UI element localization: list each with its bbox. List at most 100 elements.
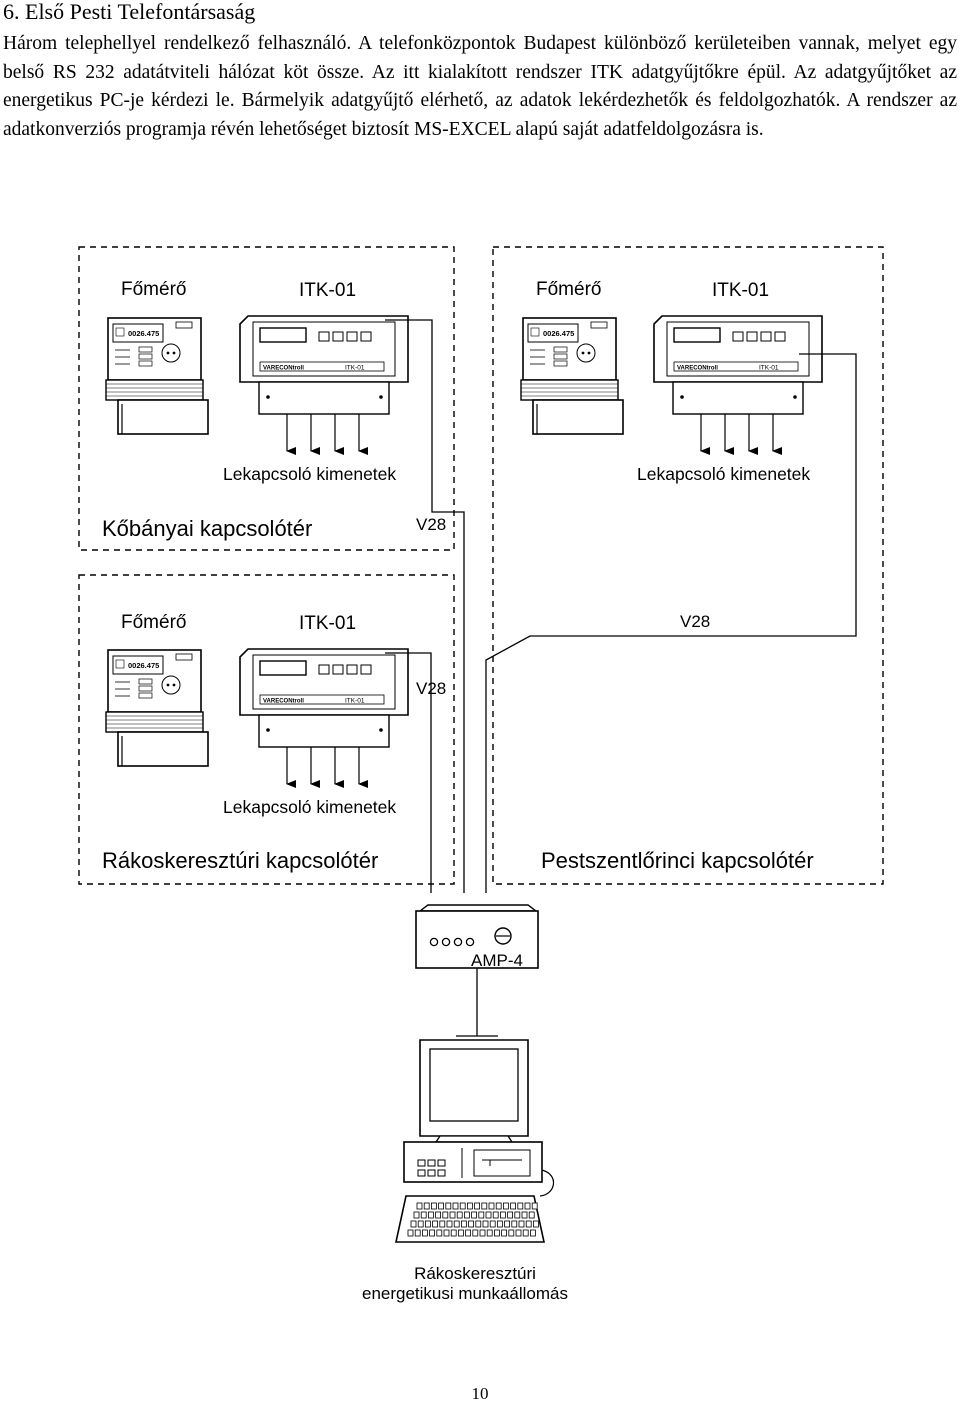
keyboard-key <box>457 1229 464 1237</box>
keyboard-key <box>427 1211 434 1219</box>
site-box-pestszentlorinc <box>492 246 884 885</box>
keyboard-key <box>482 1220 489 1228</box>
site-label-kobanya: Kőbányai kapcsolótér <box>102 516 312 541</box>
outputs-label-kobanya: Lekapcsoló kimenetek <box>223 464 396 484</box>
keyboard-key <box>479 1229 486 1237</box>
output-arrows-kobanya <box>287 414 359 451</box>
itk-logger-rakoskeresztur <box>239 648 409 748</box>
keyboard-key <box>472 1229 479 1237</box>
site-box-rakoskeresztur <box>78 574 455 885</box>
intro-paragraph: Három telephellyel rendelkező felhasznál… <box>3 33 957 140</box>
site-label-rakoskeresztur: Rákoskeresztúri kapcsolótér <box>102 848 378 873</box>
keyboard-key <box>478 1211 485 1219</box>
keyboard-key <box>453 1220 460 1228</box>
keyboard-key <box>417 1220 424 1228</box>
workstation-label-line2: energetikusi munkaállomás <box>362 1284 568 1303</box>
keyboard-key <box>502 1202 509 1210</box>
main-meter-rakoskeresztur <box>105 649 209 767</box>
keyboard-key <box>515 1229 522 1237</box>
site-label-pestszentlorinc: Pestszentlőrinci kapcsolótér <box>541 848 814 873</box>
keyboard-key <box>463 1211 470 1219</box>
keyboard-key <box>475 1220 482 1228</box>
keyboard-key <box>521 1211 528 1219</box>
keyboard-key <box>524 1202 531 1210</box>
keyboard-key <box>429 1229 436 1237</box>
site-box-kobanya <box>78 246 455 551</box>
pc-workstation <box>395 1035 554 1243</box>
output-arrows-rakoskeresztur <box>287 747 359 784</box>
keyboard-key <box>456 1211 463 1219</box>
keyboard-key <box>407 1229 414 1237</box>
keyboard-key <box>466 1202 473 1210</box>
line-pestszentlorinc-itk <box>485 353 857 893</box>
keyboard-key <box>481 1202 488 1210</box>
keyboard-key <box>446 1220 453 1228</box>
keyboard-key <box>474 1202 481 1210</box>
outputs-label-rakoskeresztur: Lekapcsoló kimenetek <box>223 797 396 817</box>
keyboard <box>395 1195 545 1243</box>
keyboard-key <box>410 1220 417 1228</box>
keyboard-key <box>514 1211 521 1219</box>
keyboard-key <box>528 1211 535 1219</box>
keyboard-key <box>485 1211 492 1219</box>
meter-label-pestszentlorinc: Főmérő <box>536 279 601 300</box>
keyboard-key <box>452 1202 459 1210</box>
page-number: 10 <box>471 1384 489 1403</box>
keyboard-key <box>517 1202 524 1210</box>
keyboard-key <box>471 1211 478 1219</box>
itk-label-kobanya: ITK-01 <box>299 280 356 301</box>
keyboard-key <box>496 1220 503 1228</box>
main-meter-kobanya <box>105 317 209 435</box>
keyboard-key <box>530 1229 536 1237</box>
outputs-label-pestszentlorinc: Lekapcsoló kimenetek <box>637 464 810 484</box>
main-meter-pestszentlorinc <box>520 317 624 435</box>
keyboard-key <box>508 1229 515 1237</box>
itk-label-rakoskeresztur: ITK-01 <box>299 613 356 634</box>
keyboard-key <box>442 1211 449 1219</box>
keyboard-key <box>465 1229 472 1237</box>
keyboard-key <box>449 1211 456 1219</box>
keyboard-key <box>460 1220 467 1228</box>
keyboard-key <box>414 1229 421 1237</box>
keyboard-key <box>413 1211 420 1219</box>
itk-logger-pestszentlorinc <box>653 315 823 415</box>
keyboard-key <box>511 1220 518 1228</box>
output-arrows-pestszentlorinc <box>701 414 773 451</box>
amp4-label: AMP-4 <box>471 951 523 970</box>
keyboard-key <box>501 1229 508 1237</box>
keyboard-key <box>522 1229 529 1237</box>
keyboard-key <box>489 1220 496 1228</box>
meter-label-kobanya: Főmérő <box>121 279 186 300</box>
keyboard-key <box>416 1202 423 1210</box>
itk-label-pestszentlorinc: ITK-01 <box>712 280 769 301</box>
keyboard-key <box>430 1202 437 1210</box>
keyboard-key <box>423 1202 430 1210</box>
meter-label-rakoskeresztur: Főmérő <box>121 612 186 633</box>
keyboard-key <box>488 1202 495 1210</box>
keyboard-key <box>507 1211 514 1219</box>
amp4-converter: AMP-4 <box>415 904 539 970</box>
keyboard-key <box>436 1229 443 1237</box>
keyboard-key <box>438 1202 445 1210</box>
v28-label-kobanya: V28 <box>416 515 446 534</box>
keyboard-key <box>435 1211 442 1219</box>
keyboard-key <box>421 1229 428 1237</box>
keyboard-key <box>499 1211 506 1219</box>
workstation-label-line1: Rákoskeresztúri <box>414 1264 536 1283</box>
keyboard-key <box>525 1220 532 1228</box>
keyboard-key <box>443 1229 450 1237</box>
keyboard-key <box>486 1229 493 1237</box>
keyboard-key <box>531 1202 538 1210</box>
keyboard-key <box>445 1202 452 1210</box>
page-heading: 6. Első Pesti Telefontársaság <box>3 0 256 24</box>
keyboard-key <box>459 1202 466 1210</box>
keyboard-key <box>424 1220 431 1228</box>
keyboard-key <box>533 1220 539 1228</box>
keyboard-key <box>468 1220 475 1228</box>
line-kobanya-itk <box>385 319 465 893</box>
keyboard-key <box>439 1220 446 1228</box>
keyboard-key <box>518 1220 525 1228</box>
keyboard-key <box>504 1220 511 1228</box>
keyboard-key <box>450 1229 457 1237</box>
